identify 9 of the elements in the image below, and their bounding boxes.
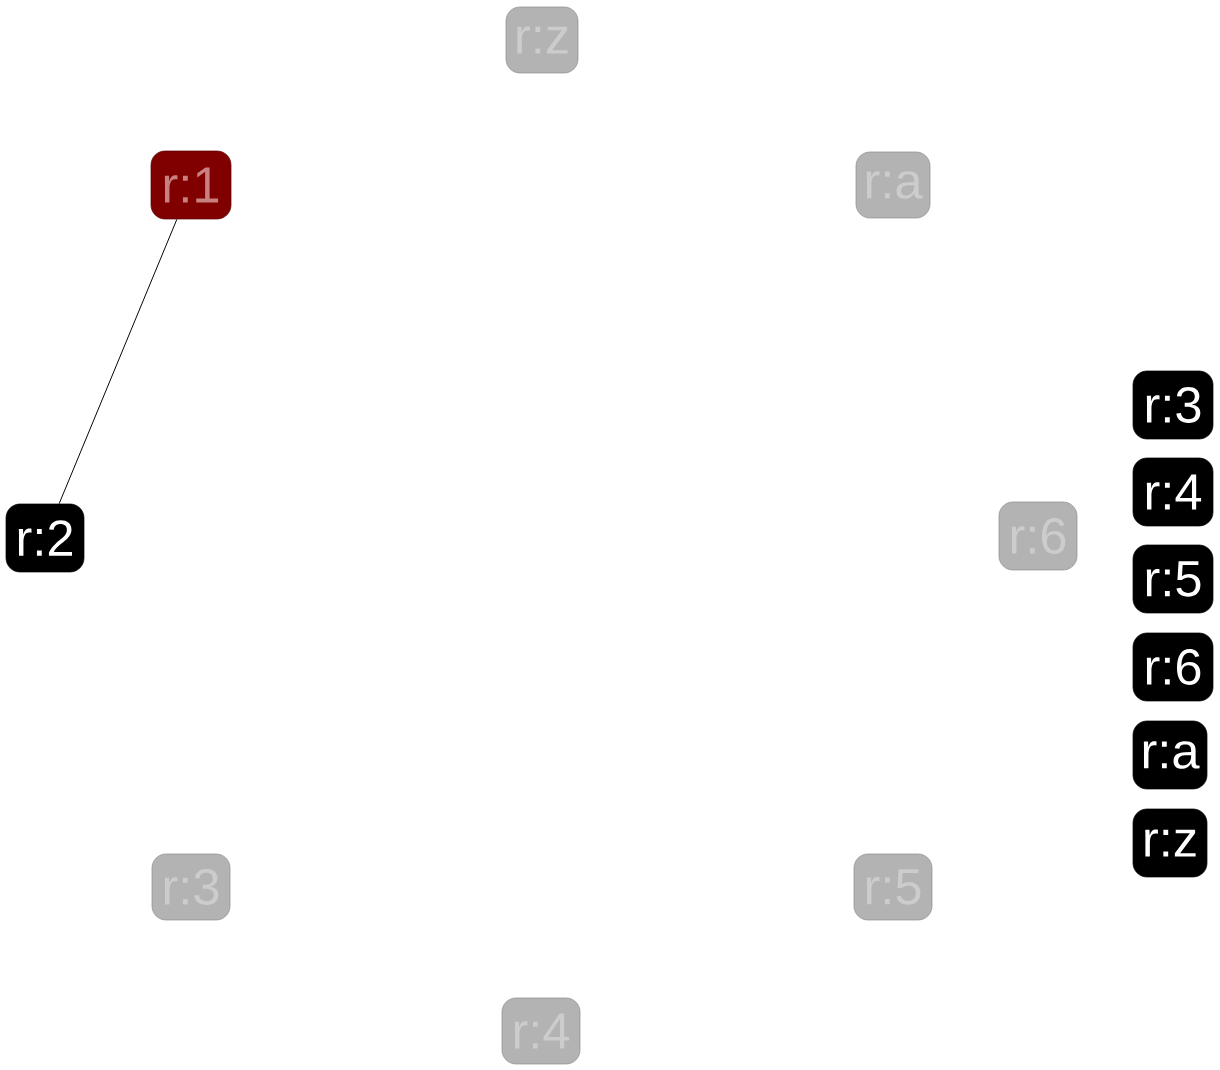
label-box: r:a [1132, 720, 1208, 790]
label-box: r:2 [5, 503, 85, 573]
label-box: r:1 [150, 150, 232, 220]
label-box: r:z [1132, 808, 1208, 878]
label-box: r:3 [1132, 370, 1214, 440]
label-box: r:5 [1132, 544, 1214, 614]
label-box: r:6 [1132, 632, 1214, 702]
label-box: r:4 [1132, 457, 1214, 527]
connector-line [58, 218, 178, 505]
